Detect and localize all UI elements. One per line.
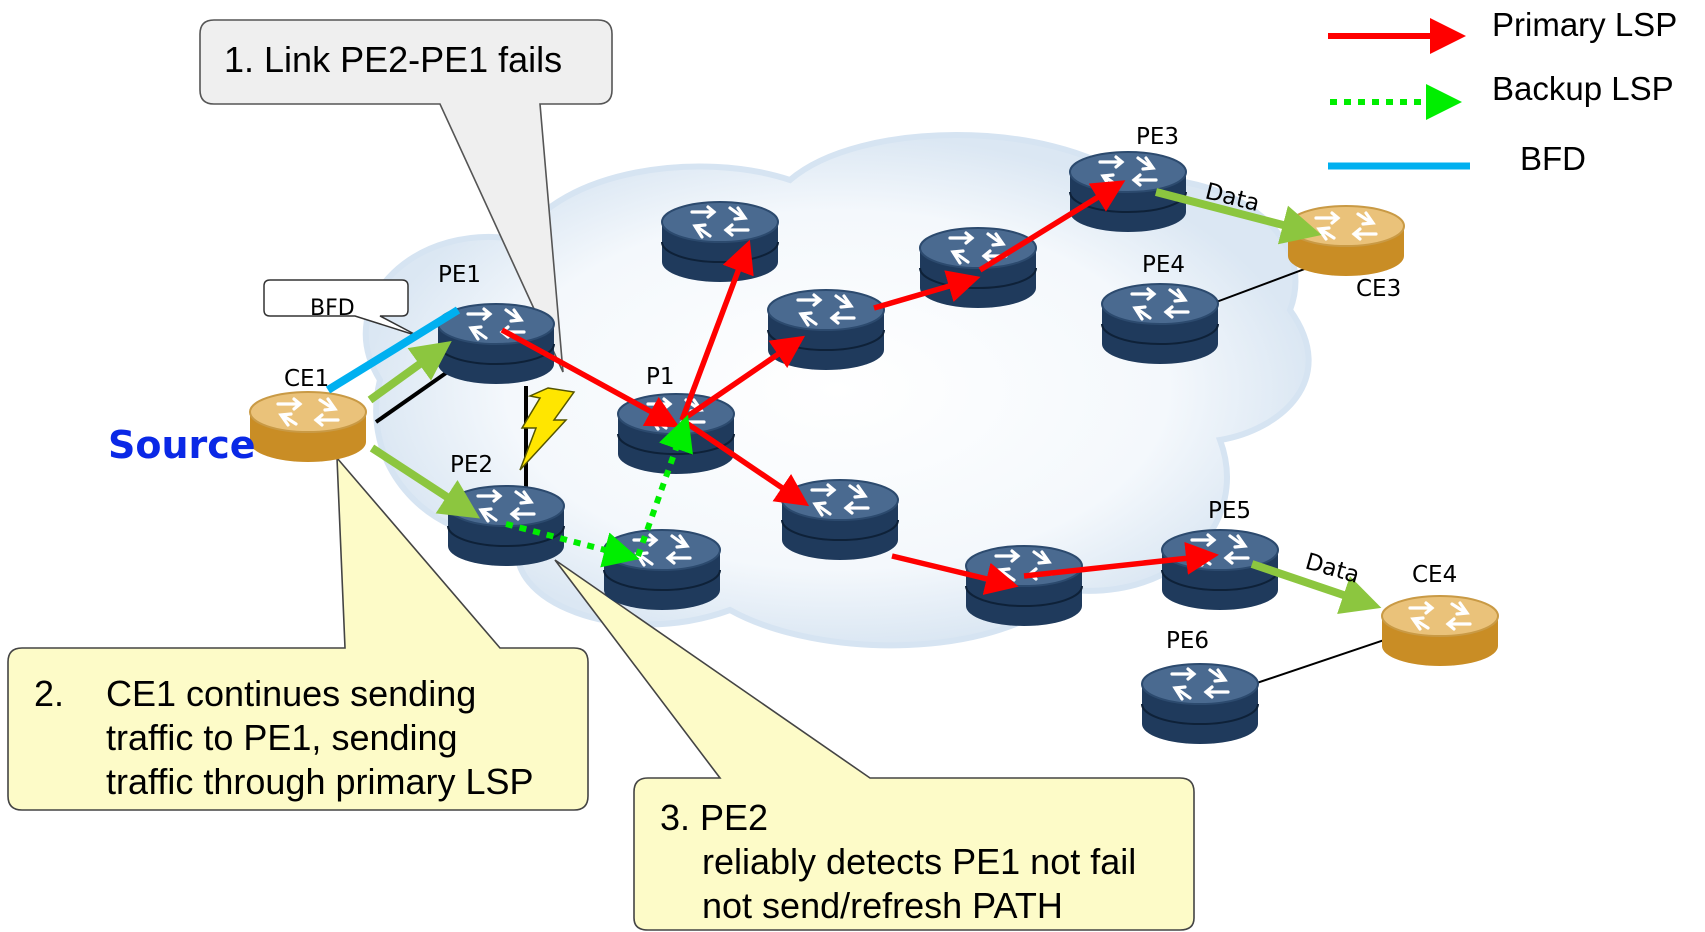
network-cloud: [362, 132, 1312, 649]
bfd-callout: BFD: [263, 279, 419, 337]
legend-backup: Backup LSP: [1330, 70, 1674, 120]
bfd-callout-text: BFD: [310, 296, 355, 321]
label-pe1: PE1: [438, 262, 481, 288]
label-p1: P1: [646, 364, 675, 390]
router-ce1: [248, 390, 368, 464]
lightning-icon: [519, 387, 576, 471]
router-top: [660, 200, 780, 284]
callout-3-line-2: reliably detects PE1 not fail: [702, 841, 1136, 882]
label-ce1: CE1: [284, 366, 329, 392]
router-mid-4: [964, 544, 1084, 628]
router-ce3: [1286, 204, 1406, 278]
callout-2-line-1: CE1 continues sending: [106, 673, 476, 714]
label-pe3: PE3: [1136, 124, 1179, 150]
bfd-link: [325, 306, 461, 394]
label-pe5: PE5: [1208, 498, 1251, 524]
router-mid-3: [780, 478, 900, 562]
legend: Primary LSP Backup LSP BFD: [1328, 6, 1677, 177]
label-ce3: CE3: [1356, 276, 1401, 302]
router-pe6: [1140, 662, 1260, 746]
primary-lsp: [500, 180, 1219, 595]
label-pe2: PE2: [450, 452, 493, 478]
callout-2-line-2: traffic to PE1, sending: [106, 717, 458, 758]
data-links: [367, 188, 1382, 614]
callout-ce1-continues: 2. CE1 continues sending traffic to PE1,…: [7, 455, 589, 811]
callout-link-fail: 1. Link PE2-PE1 fails: [199, 19, 613, 373]
legend-bfd: BFD: [1328, 140, 1586, 177]
router-ce4: [1380, 594, 1500, 668]
router-mid-2: [918, 226, 1038, 310]
label-pe4: PE4: [1142, 252, 1185, 278]
callout-2-line-3: traffic through primary LSP: [106, 761, 534, 802]
router-mid-1: [766, 288, 886, 372]
legend-primary-label: Primary LSP: [1492, 6, 1677, 43]
legend-backup-label: Backup LSP: [1492, 70, 1674, 107]
backup-lsp: [505, 414, 693, 568]
callout-pe2-detects: 3. PE2 reliably detects PE1 not fail not…: [554, 559, 1195, 931]
label-ce4: CE4: [1412, 562, 1457, 588]
legend-primary: Primary LSP: [1328, 6, 1677, 54]
label-source: Source: [108, 423, 256, 467]
callout-2-number: 2.: [34, 673, 64, 714]
router-bottom: [602, 528, 722, 612]
legend-bfd-label: BFD: [1520, 140, 1586, 177]
callout-3-line-3: not send/refresh PATH: [702, 885, 1063, 926]
callout-3-line-1: 3. PE2: [660, 797, 768, 838]
router-pe4: [1100, 282, 1220, 366]
label-pe6: PE6: [1166, 628, 1209, 654]
callout-1-text: 1. Link PE2-PE1 fails: [224, 39, 562, 80]
